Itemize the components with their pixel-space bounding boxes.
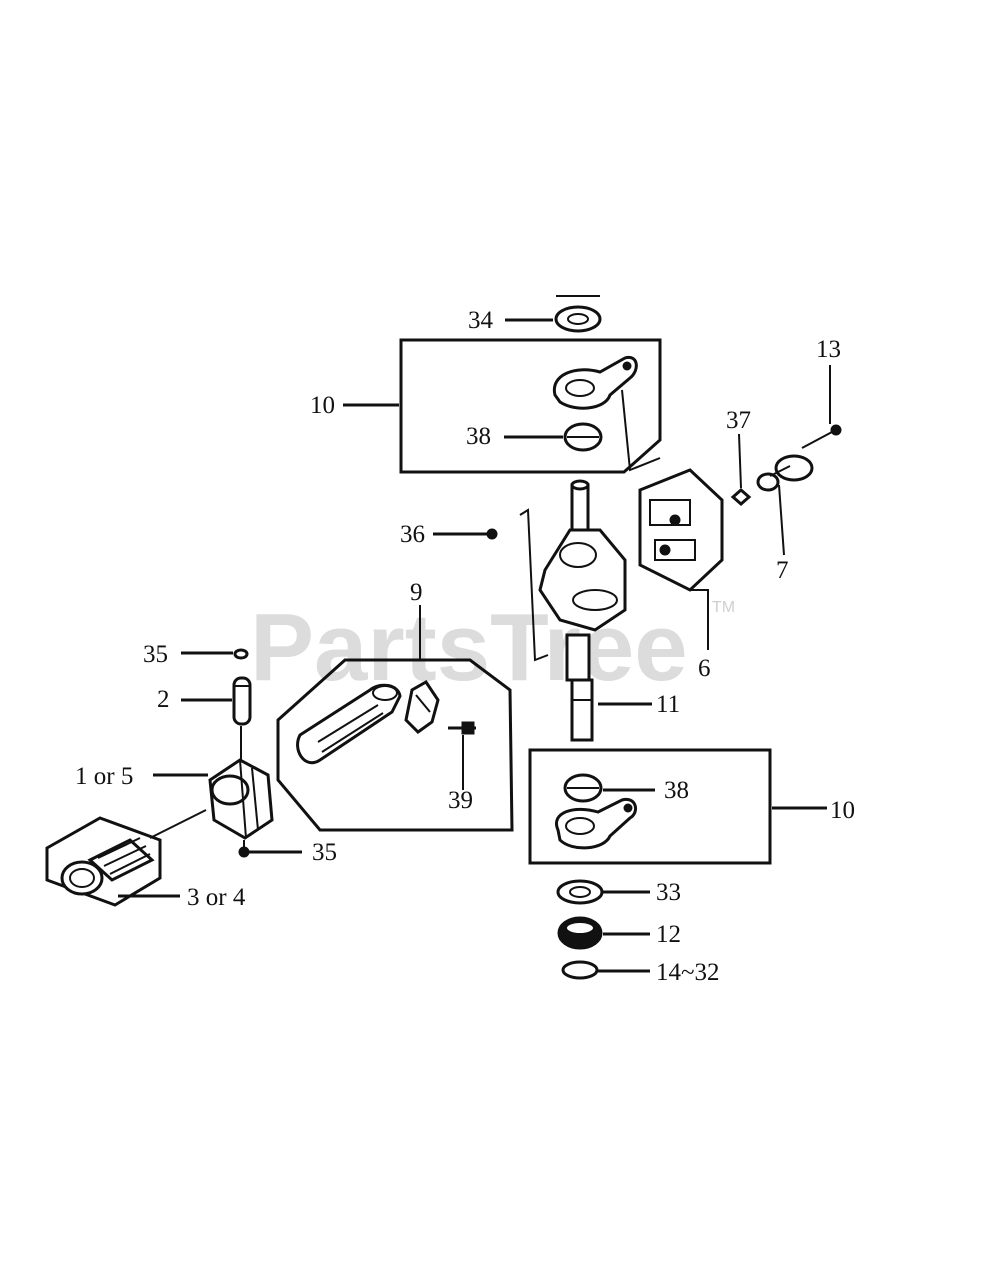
callout-6: 6 <box>698 655 711 682</box>
washer-34 <box>554 295 602 333</box>
callout-2: 2 <box>157 686 170 713</box>
callout-3-or-4: 3 or 4 <box>187 884 246 911</box>
callout-34: 34 <box>468 307 494 334</box>
callout-36: 36 <box>400 521 425 548</box>
group-box-10-top <box>399 338 662 474</box>
piston-1-or-5 <box>208 758 274 840</box>
callout-11: 11 <box>656 691 680 718</box>
connecting-rod-9 <box>296 683 402 764</box>
callout-12: 12 <box>656 921 681 948</box>
bearing-38-bottom <box>563 773 603 803</box>
pin-2 <box>232 676 252 726</box>
callout-10-top: 10 <box>310 392 335 419</box>
rod-cap-9 <box>404 680 440 734</box>
leader-7 <box>778 484 785 556</box>
bolt-13 <box>801 424 842 449</box>
watermark-trademark: TM <box>712 599 735 616</box>
link-7 <box>756 454 814 492</box>
callout-37: 37 <box>726 407 751 434</box>
bearing-38-top <box>563 422 603 452</box>
leader-36-bracket <box>519 508 549 662</box>
callout-9: 9 <box>410 579 423 606</box>
callout-35-bottom: 35 <box>312 839 337 866</box>
group-box-3-or-4 <box>45 816 162 907</box>
leader-rings-to-piston <box>149 809 207 839</box>
pin-36 <box>486 528 498 540</box>
callout-35-top: 35 <box>143 641 168 668</box>
leader-rod-bracket <box>621 389 661 472</box>
clip-35-bottom <box>238 846 250 858</box>
leader-37 <box>738 433 742 489</box>
group-box-9 <box>276 658 514 832</box>
connecting-rod-cap-bottom <box>555 797 638 850</box>
callout-38-bottom: 38 <box>664 777 689 804</box>
group-box-10-bottom <box>528 748 772 865</box>
callout-33: 33 <box>656 879 681 906</box>
bolt-39 <box>448 721 476 735</box>
leader-6 <box>690 589 709 650</box>
callout-38-top: 38 <box>466 423 491 450</box>
crankshaft-11 <box>538 479 627 742</box>
callout-7: 7 <box>776 557 789 584</box>
balancer-6 <box>638 468 724 592</box>
callout-10-bottom: 10 <box>830 797 855 824</box>
cap-12 <box>557 916 603 950</box>
connecting-rod-cap-top <box>552 355 638 410</box>
shim-14-32 <box>561 960 599 980</box>
callout-14-32: 14~32 <box>656 959 720 986</box>
seal-33 <box>556 879 604 905</box>
callout-1-or-5: 1 or 5 <box>75 763 133 790</box>
piston-rings-3-or-4 <box>60 837 155 896</box>
washer-37 <box>730 488 752 506</box>
callout-39: 39 <box>448 787 473 814</box>
callout-13: 13 <box>816 336 841 363</box>
clip-35-top <box>233 648 249 660</box>
